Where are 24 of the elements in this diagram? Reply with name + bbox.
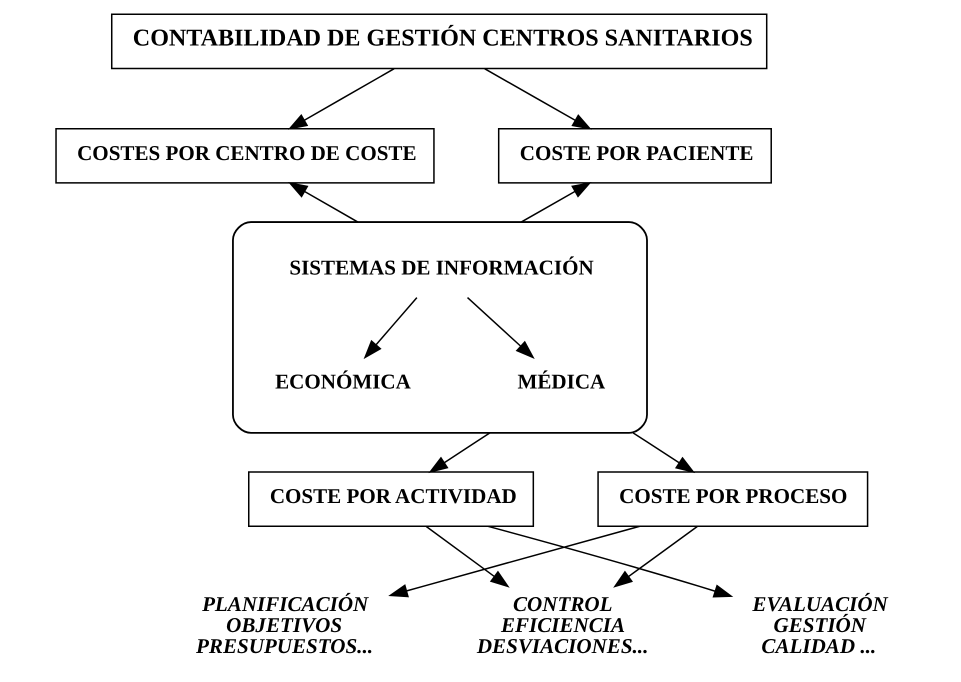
node-box: CONTABILIDAD DE GESTIÓN CENTROS SANITARIOS [110,14,767,70]
node-box: COSTES POR CENTRO DE COSTE [54,128,434,184]
arrow [288,182,358,223]
arrow [466,297,534,359]
node-box: COSTE POR ACTIVIDAD [248,471,534,527]
arrow [484,68,592,130]
node-text: SISTEMAS DE INFORMACIÓN [288,255,594,280]
arrow [425,526,510,588]
cluster [232,221,648,434]
node-text: ECONÓMICA [274,370,410,394]
arrow [428,432,490,474]
node-text: EVALUACIÓN GESTIÓN CALIDAD ... [752,592,888,658]
arrow [520,182,592,223]
arrow [287,68,394,130]
arrow [487,526,733,598]
node-text: CONTROL EFICIENCIA DESVIACIONES... [476,592,648,658]
arrow [388,526,640,598]
node-text: MÉDICA [517,370,605,394]
node-box: COSTE POR PROCESO [596,471,868,527]
node-box: COSTE POR PACIENTE [497,128,772,184]
arrow [363,297,417,360]
arrow [632,432,695,474]
arrow [612,526,698,588]
node-text: PLANIFICACIÓN OBJETIVOS PRESUPUESTOS... [196,592,372,658]
